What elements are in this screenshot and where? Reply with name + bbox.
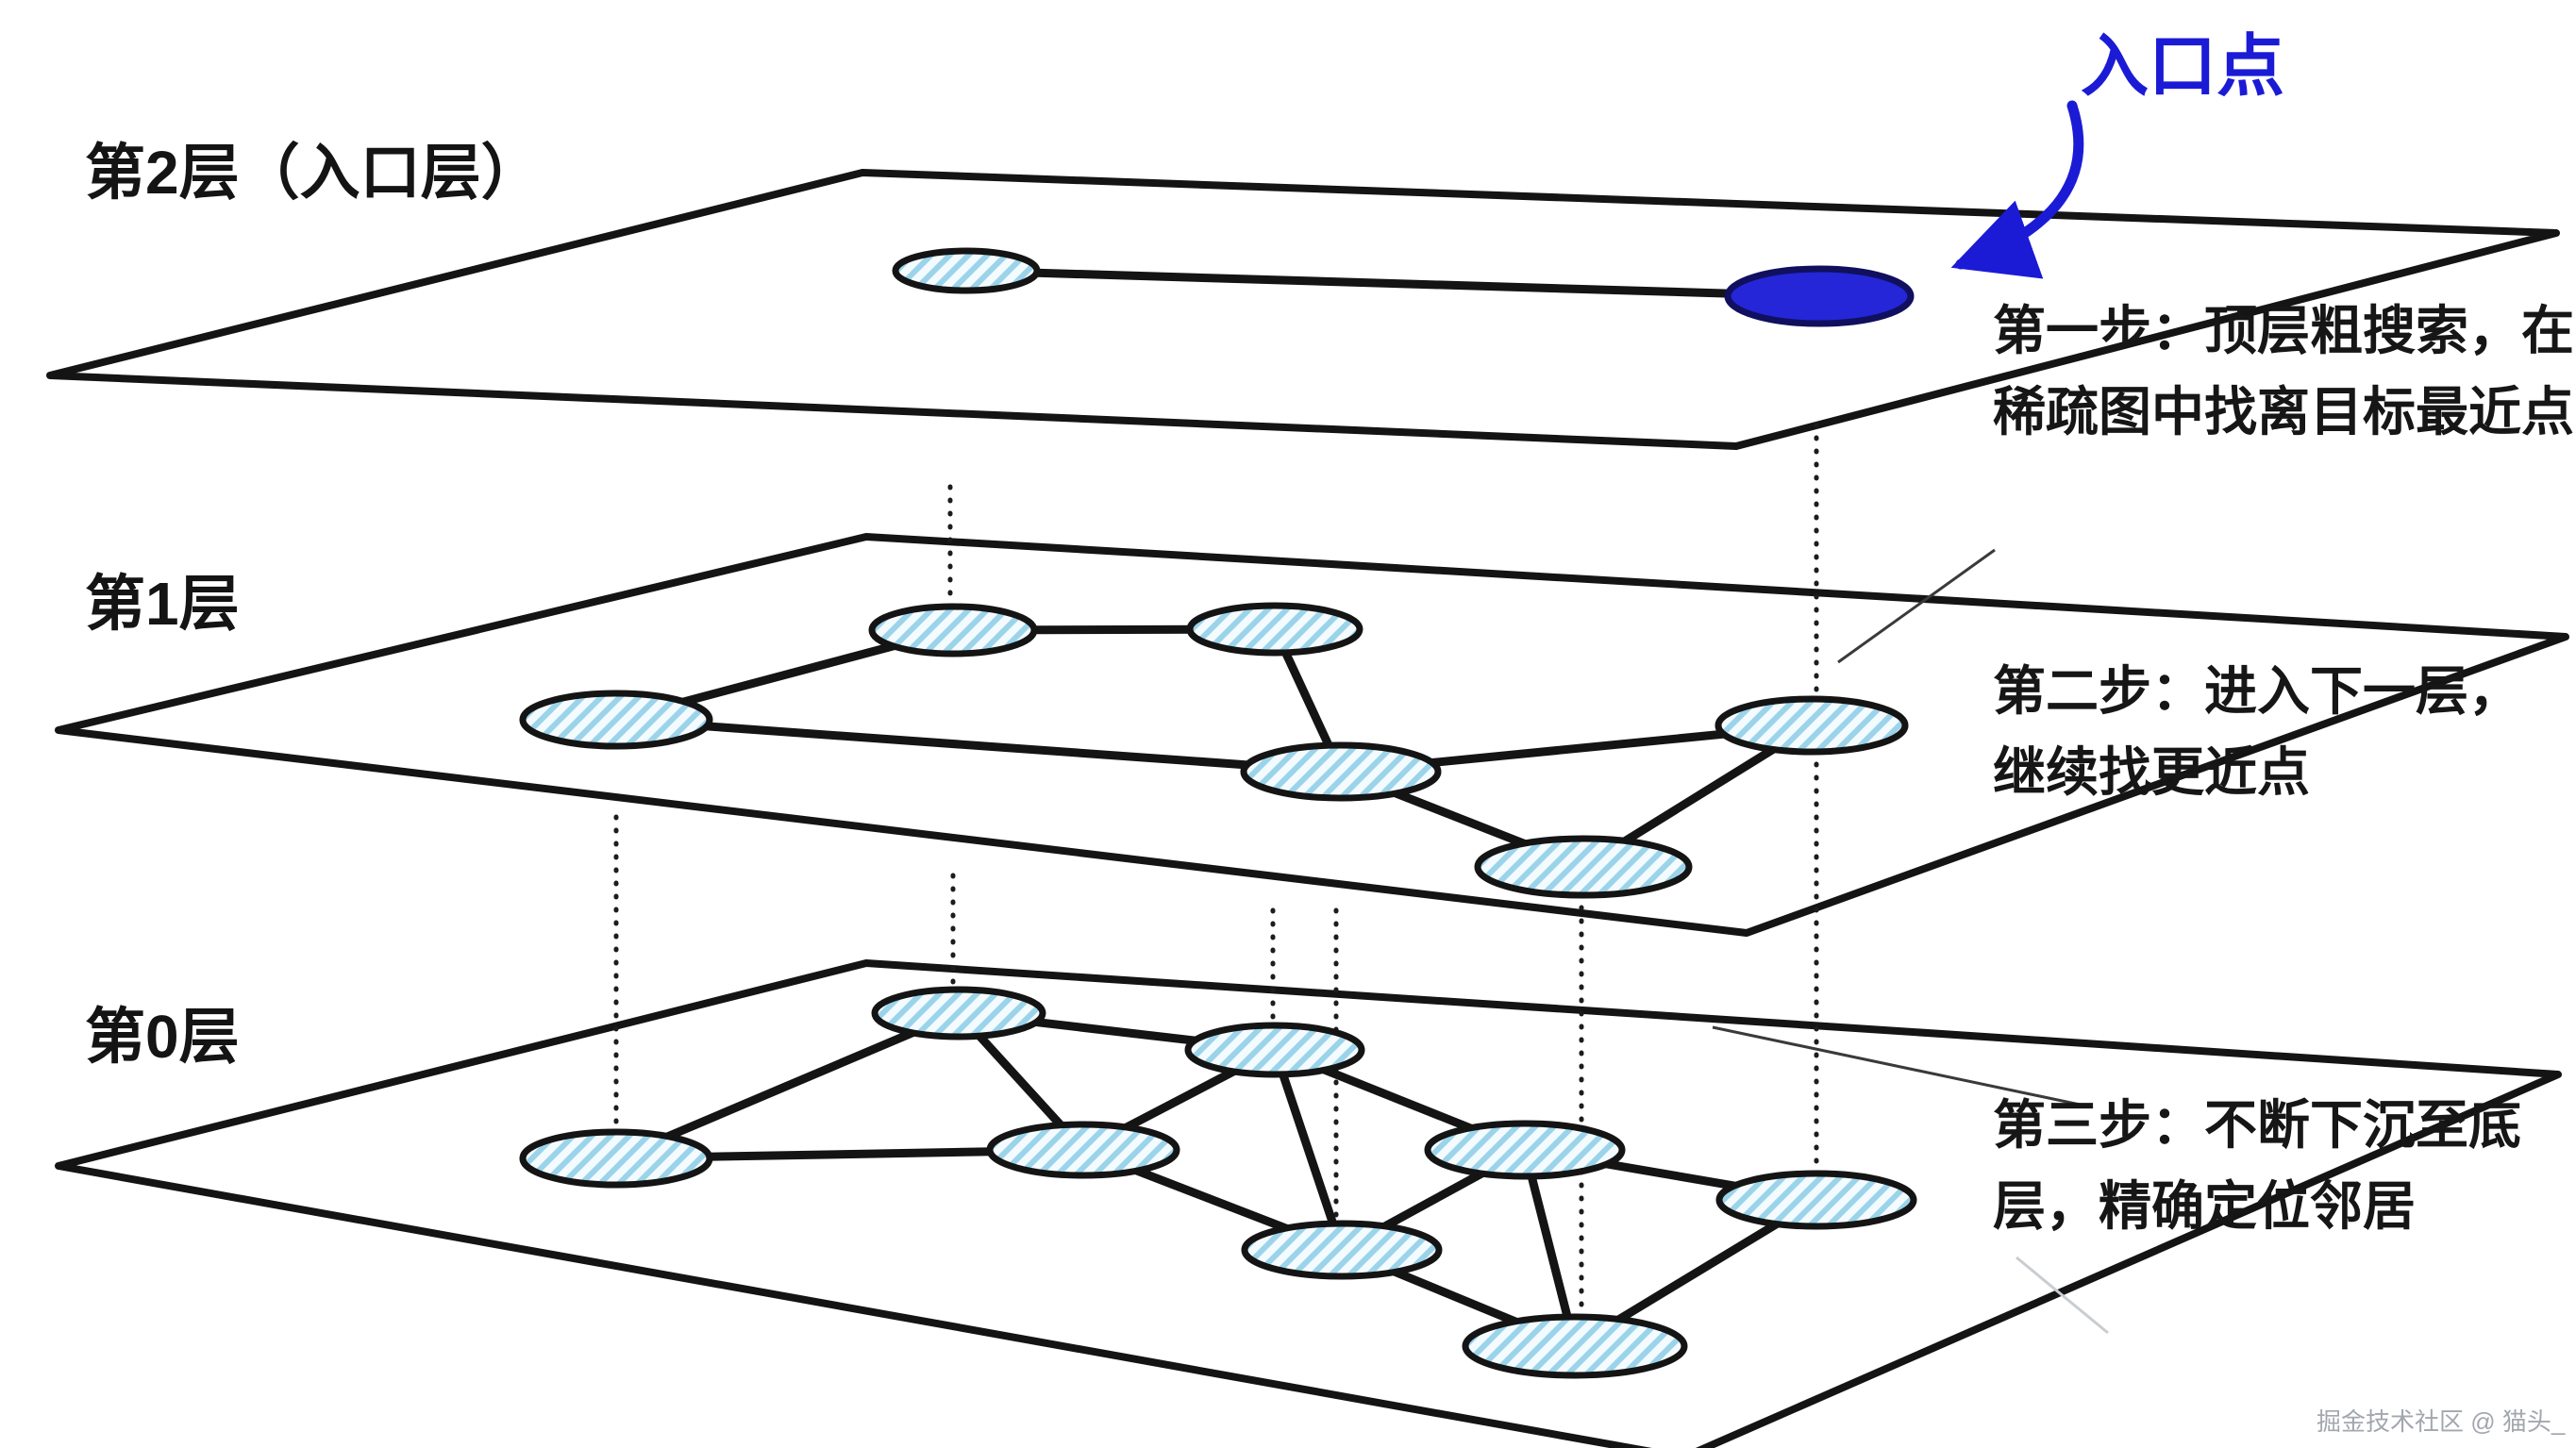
layer-planes: [46, 169, 2569, 1448]
graph-node: [519, 690, 713, 750]
graph-node: [1186, 602, 1363, 657]
graph-node: [892, 247, 1041, 294]
graph-nodes: [519, 247, 1917, 1379]
graph-edge: [962, 266, 1824, 301]
graph-node: [1240, 741, 1442, 802]
leader-line: [1837, 548, 1996, 664]
label-layer-0: 第0层: [85, 1003, 240, 1071]
graph-edge: [1270, 1045, 1347, 1255]
entry-point-label: 入口点: [2081, 29, 2284, 105]
watermark-text: 掘金技术社区 @ 猫头_: [2317, 1407, 2566, 1436]
graph-node: [871, 986, 1046, 1040]
graph-edges: [611, 266, 1824, 1351]
annotation-step2-line2: 继续找更近点: [1993, 742, 2310, 802]
graph-node: [1462, 1313, 1688, 1379]
graph-node: [1241, 1220, 1443, 1280]
inter-layer-links: [613, 422, 1819, 1316]
graph-node: [1184, 1022, 1365, 1078]
annotation-step2-line1: 第二步：进入下一层，: [1993, 661, 2521, 721]
leader-line: [1712, 1025, 2085, 1107]
graph-edge: [611, 715, 1346, 776]
plane-layer2: [46, 169, 2560, 450]
graph-node: [1474, 835, 1693, 899]
graph-node: [1715, 695, 1909, 756]
annotation-leader-lines: [1712, 548, 2109, 1335]
graph-node: [1715, 1170, 1917, 1230]
graph-node: [986, 1121, 1180, 1179]
annotation-step3-line1: 第三步：不断下沉至底: [1993, 1095, 2521, 1155]
annotation-step1-line2: 稀疏图中找离目标最近点: [1993, 382, 2574, 441]
graph-node: [868, 603, 1038, 657]
leader-line: [2016, 1256, 2109, 1335]
annotation-step1-line1: 第一步：顶层粗搜索，在: [1993, 301, 2574, 360]
graph-node: [519, 1128, 713, 1189]
plane-layer0: [55, 959, 2562, 1448]
graph-edge: [1520, 1145, 1580, 1351]
plane-layer1: [55, 533, 2569, 937]
entry-point-arrow: [1950, 100, 2084, 279]
entry-point-node: [1724, 265, 1915, 327]
label-layer-1: 第1层: [85, 570, 240, 638]
graph-node: [1424, 1120, 1626, 1180]
label-layer-2: 第2层（入口层）: [85, 139, 542, 207]
annotation-step3-line2: 层，精确定位邻居: [1993, 1176, 2416, 1236]
